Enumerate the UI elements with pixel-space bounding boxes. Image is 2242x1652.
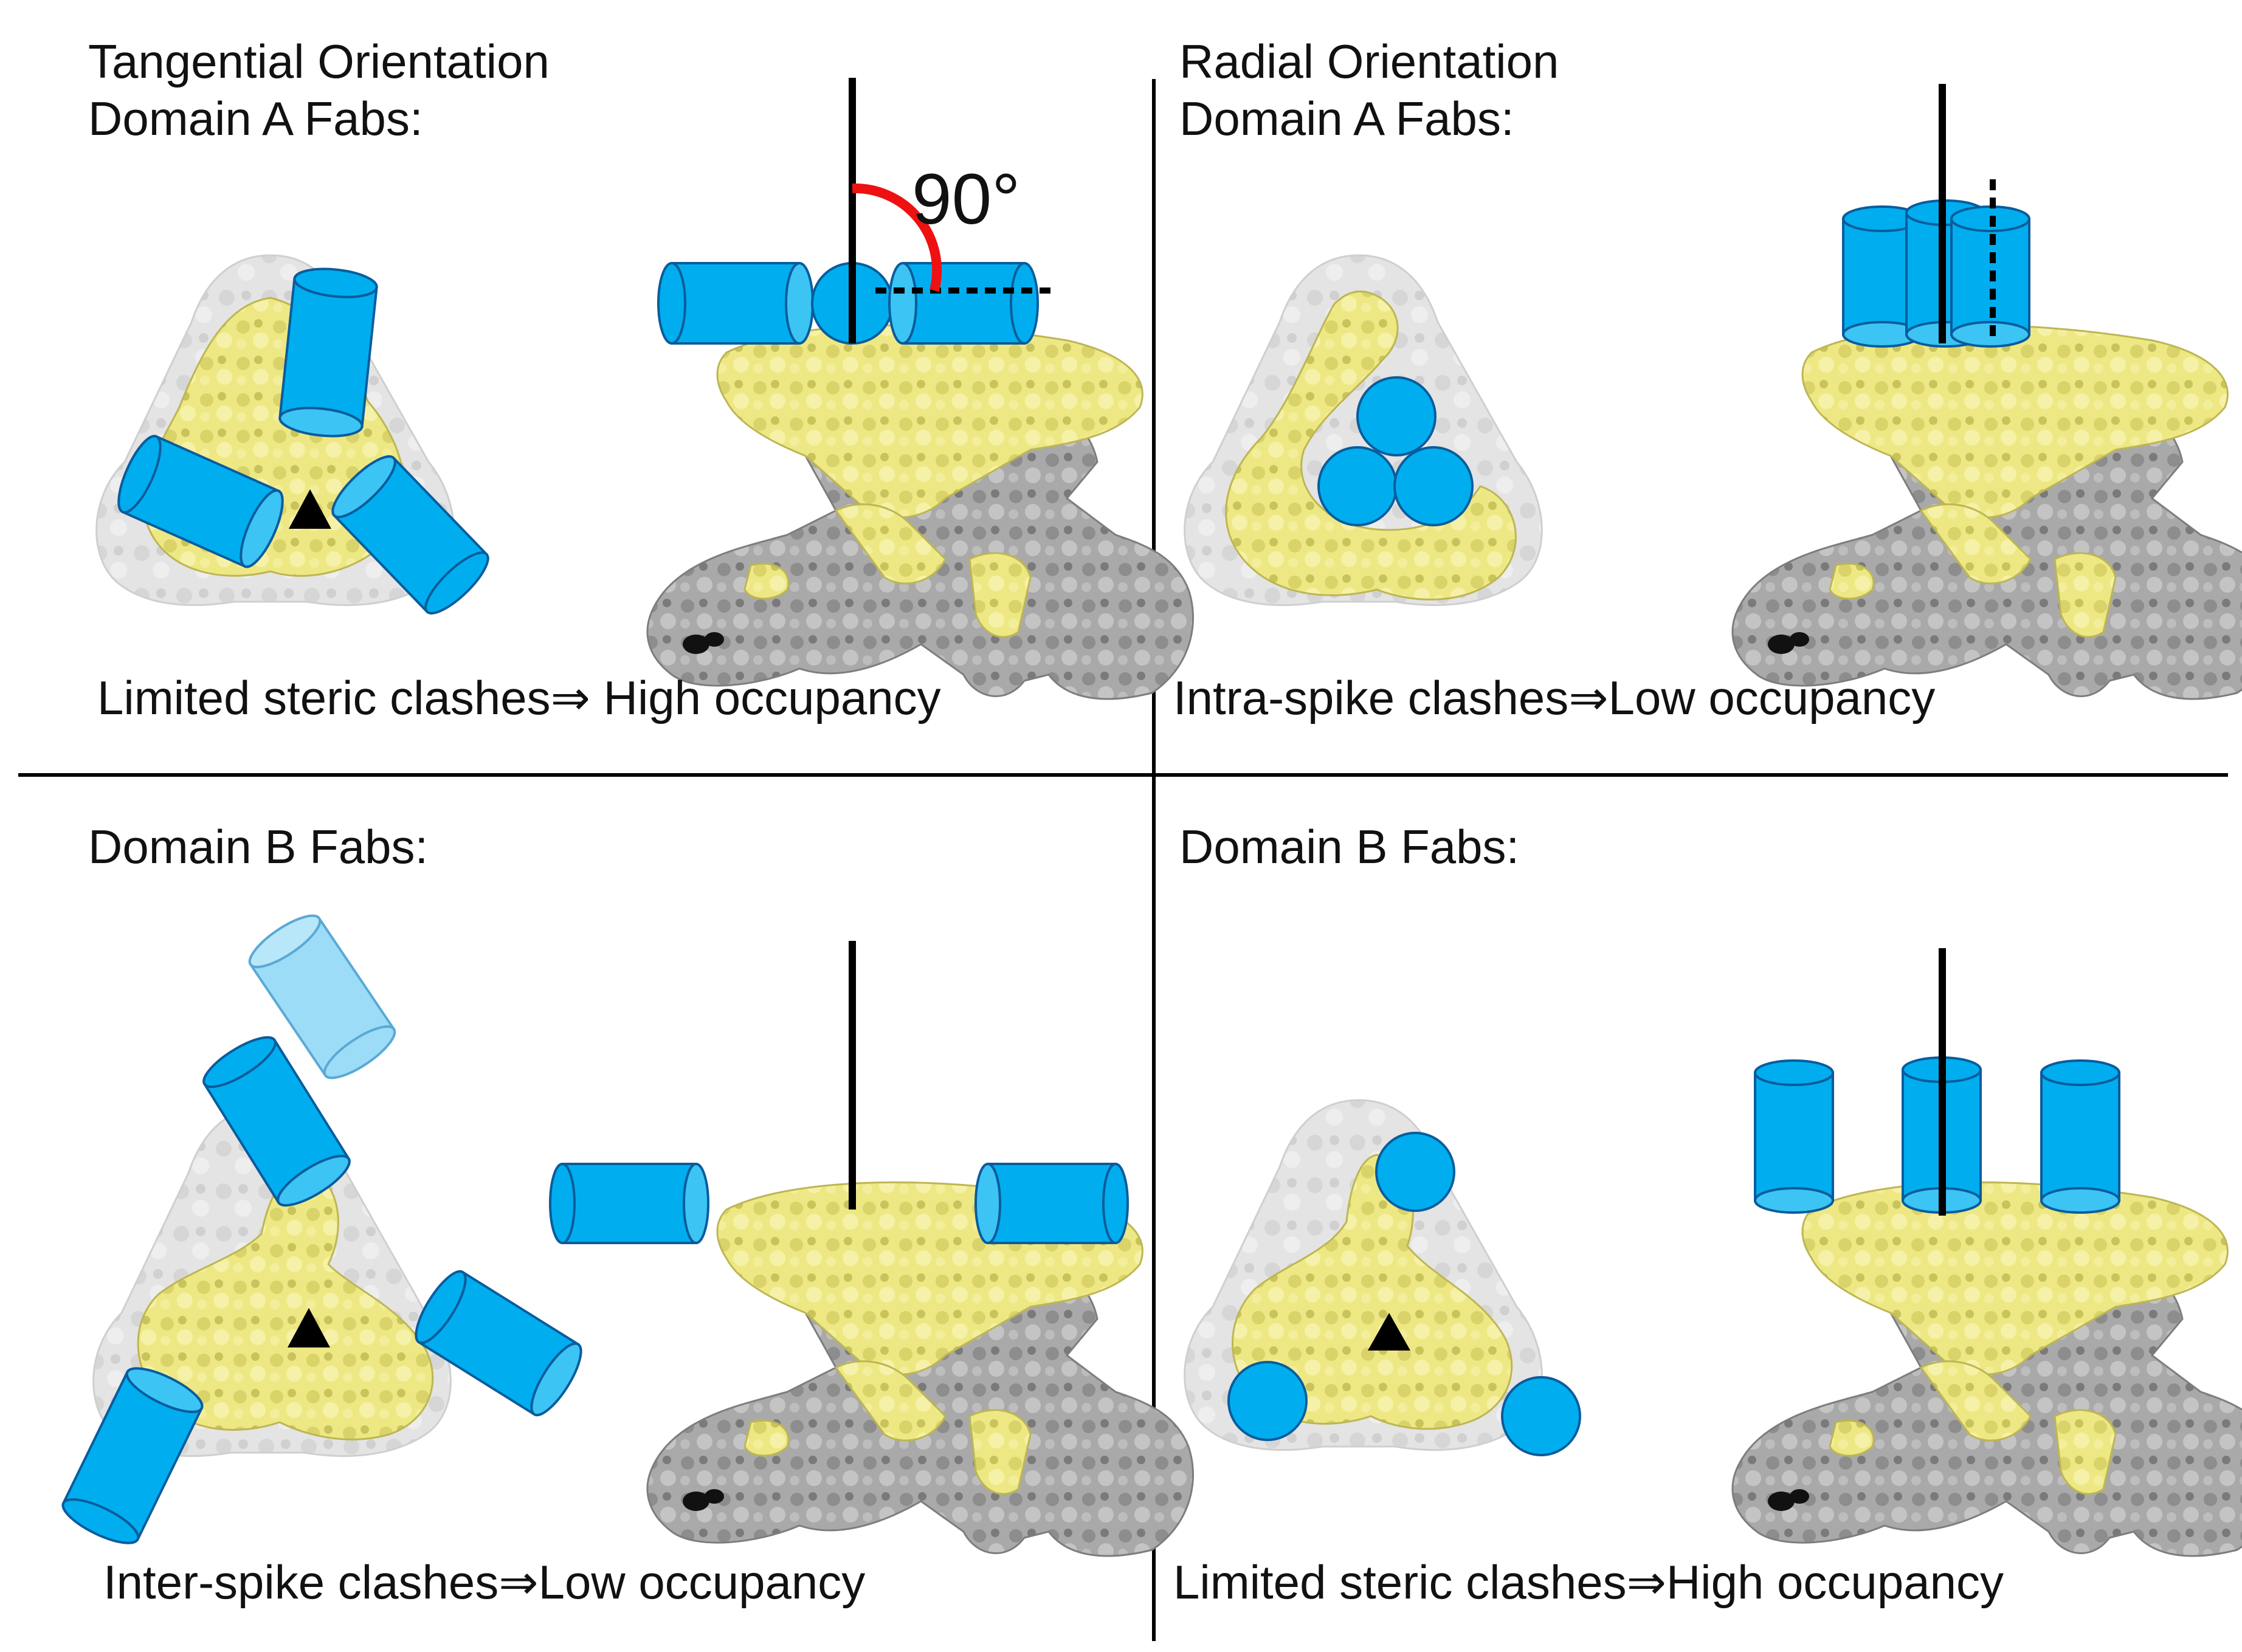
panel-bl-title: Domain B Fabs: bbox=[88, 820, 428, 873]
bl-fab-right bbox=[415, 1270, 582, 1417]
panel-tr-caption: Intra-spike clashes⇒Low occupancy bbox=[1173, 671, 1935, 724]
tl-angle-arc bbox=[852, 183, 942, 292]
panel-tr-title-line1: Radial Orientation bbox=[1179, 35, 1559, 88]
panel-bottom-left: Domain B Fabs: bbox=[61, 820, 1194, 1609]
panel-tr-title-line2: Domain A Fabs: bbox=[1179, 92, 1514, 145]
panel-bl-caption: Inter-spike clashes⇒Low occupancy bbox=[103, 1555, 865, 1609]
tr-fab-circle-top bbox=[1356, 376, 1437, 456]
panel-tl-title-line2: Domain A Fabs: bbox=[88, 92, 423, 145]
tl-fab-right bbox=[331, 455, 489, 614]
br-fab-circle-top bbox=[1375, 1132, 1455, 1212]
tl-fab-side-left bbox=[657, 262, 814, 345]
panel-tl-title-line1: Tangential Orientation bbox=[88, 35, 550, 88]
tl-fab-top bbox=[278, 267, 378, 438]
tl-fab-left bbox=[117, 435, 284, 568]
br-symmetry-axis-triangle bbox=[1368, 1313, 1410, 1351]
panel-br-title: Domain B Fabs: bbox=[1179, 820, 1519, 873]
br-fab-circle-right bbox=[1501, 1376, 1581, 1456]
bl-fab-side-left bbox=[549, 1163, 709, 1244]
tl-side-view bbox=[646, 324, 1194, 700]
br-top-view bbox=[1184, 1099, 1543, 1451]
tr-fab-circle-right bbox=[1393, 446, 1474, 526]
bl-symmetry-axis-triangle bbox=[288, 1308, 330, 1347]
bl-fab-bottom-left bbox=[61, 1367, 204, 1544]
panel-tl-caption: Limited steric clashes⇒ High occupancy bbox=[97, 671, 941, 724]
panel-br-caption: Limited steric clashes⇒High occupancy bbox=[1173, 1555, 2004, 1609]
panel-top-left: Tangential Orientation Domain A Fabs: bbox=[88, 35, 1194, 724]
bl-fab-side-right bbox=[974, 1163, 1129, 1244]
br-fab-vertical-left bbox=[1754, 1059, 1834, 1214]
br-side-view bbox=[1731, 1181, 2242, 1557]
panel-bottom-right: Domain B Fabs: Limited steric cl bbox=[1173, 820, 2242, 1609]
tr-fab-circle-left bbox=[1317, 446, 1398, 526]
br-fab-circle-left bbox=[1227, 1361, 1308, 1441]
panel-top-right: Radial Orientation Domain A Fabs: bbox=[1173, 35, 2242, 724]
bl-top-view bbox=[92, 1105, 452, 1458]
bl-fab-top bbox=[202, 1036, 351, 1207]
br-fab-vertical-right bbox=[2040, 1059, 2120, 1214]
tl-angle-label: 90° bbox=[912, 159, 1020, 239]
symmetry-axis-triangle bbox=[289, 489, 331, 529]
tr-side-view bbox=[1731, 324, 2242, 700]
bl-fab-ghost bbox=[248, 914, 396, 1079]
tl-fab-side-right bbox=[888, 262, 1039, 345]
